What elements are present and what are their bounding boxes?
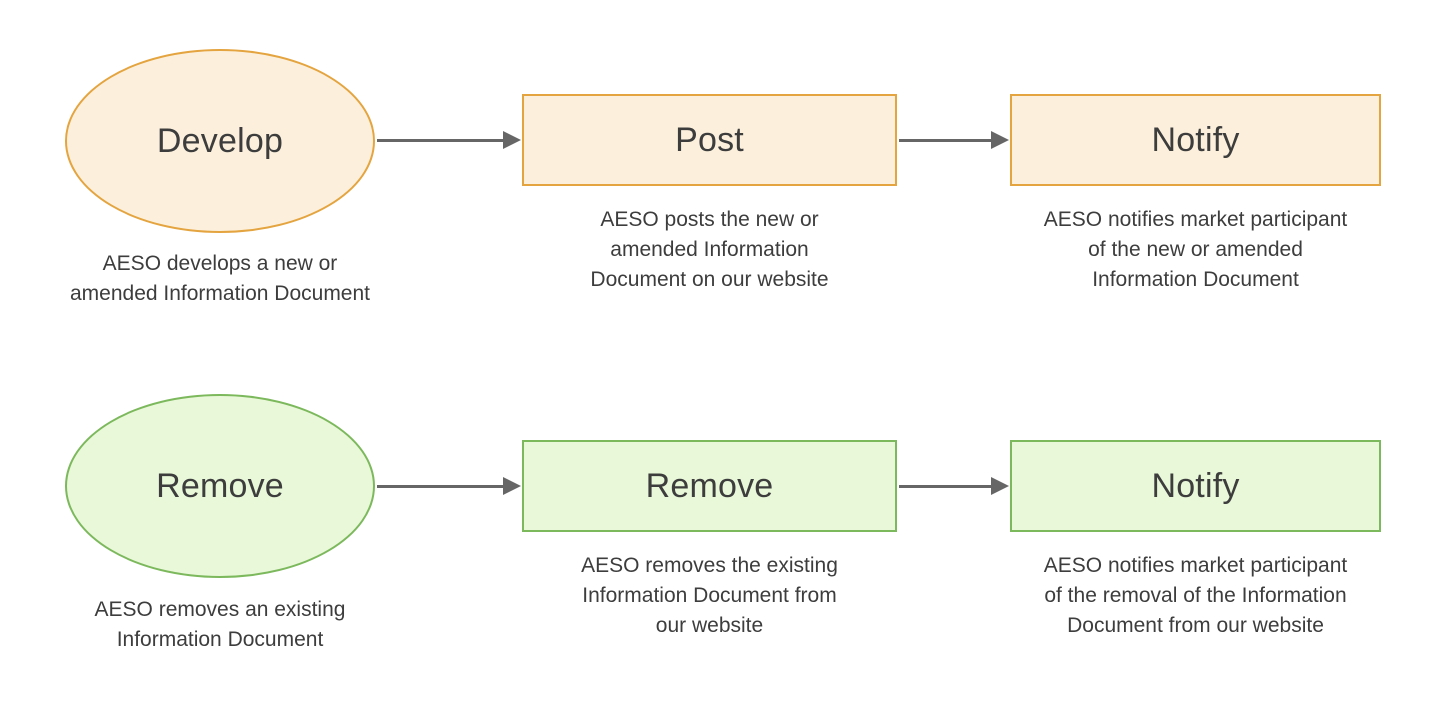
arrow-head: [991, 131, 1009, 149]
arrow-head: [503, 131, 521, 149]
remove-ellipse: Remove: [65, 394, 375, 578]
arrow-head: [991, 477, 1009, 495]
post-box: Post: [522, 94, 897, 186]
remove-step-caption: AESO removes the existing Information Do…: [581, 554, 838, 637]
notify-new-box: Notify: [1010, 94, 1381, 186]
post-label: Post: [675, 120, 744, 159]
develop-label: Develop: [156, 121, 284, 160]
arrow-develop-to-post-icon: [377, 131, 521, 149]
notify-removal-caption: AESO notifies market participant of the …: [1043, 554, 1348, 637]
notify-new-label: Notify: [1151, 120, 1240, 159]
develop-caption: AESO develops a new or amended Informati…: [70, 252, 370, 305]
remove-step-label: Remove: [645, 466, 774, 505]
arrow-line: [377, 138, 505, 142]
arrow-post-to-notify-icon: [899, 131, 1009, 149]
notify-removal-box: Notify: [1010, 440, 1381, 532]
notify-new-caption: AESO notifies market participant of the …: [1043, 208, 1348, 291]
arrow-remove-to-notify-icon: [899, 477, 1009, 495]
arrow-head: [503, 477, 521, 495]
remove-box: Remove: [522, 440, 897, 532]
arrow-remove-to-remove-icon: [377, 477, 521, 495]
remove-start-caption: AESO removes an existing Information Doc…: [94, 598, 346, 651]
arrow-line: [899, 138, 993, 142]
post-caption: AESO posts the new or amended Informatio…: [590, 208, 829, 291]
notify-removal-label: Notify: [1151, 466, 1240, 505]
develop-ellipse: Develop: [65, 49, 375, 233]
arrow-line: [899, 484, 993, 488]
remove-start-label: Remove: [156, 466, 284, 505]
arrow-line: [377, 484, 505, 488]
